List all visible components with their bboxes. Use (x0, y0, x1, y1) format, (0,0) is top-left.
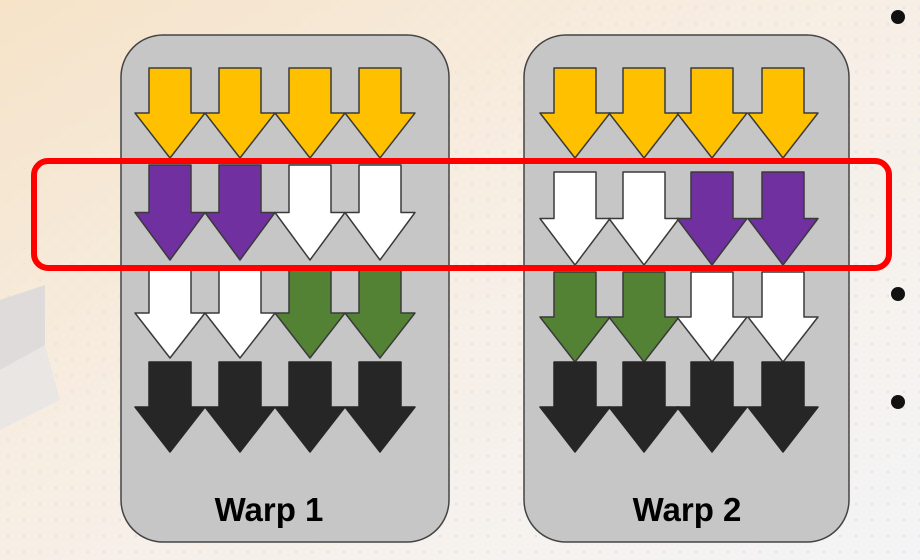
warp-2-row-3-green-arrow (608, 271, 680, 363)
warp-2-row-1-orange-arrow (539, 67, 611, 159)
warp-1-row-2-white-arrow (274, 164, 346, 261)
warp-2-row-4-black-arrow (539, 361, 611, 453)
warp-2-row-2-purple-arrow (676, 171, 748, 266)
warp-1-row-3-green-arrow (274, 267, 346, 359)
warp-2-row-2-purple-arrow (747, 171, 819, 266)
warp-1-row-4-black-arrow (344, 361, 416, 453)
warp-1-row-1-orange-arrow (274, 67, 346, 159)
warp-1-row-3-white-arrow (204, 267, 276, 359)
warp-1-row-4-black-arrow (134, 361, 206, 453)
warp-2-row-3-white-arrow (747, 271, 819, 363)
warp-2-row-4-black-arrow (608, 361, 680, 453)
bullet-2 (891, 287, 905, 301)
warp-2-row-4-black-arrow (676, 361, 748, 453)
warp-1-row-4-black-arrow (274, 361, 346, 453)
warp-2-row-1-orange-arrow (608, 67, 680, 159)
warp-1-row-3-green-arrow (344, 267, 416, 359)
warp-1-label: Warp 1 (214, 491, 324, 528)
warp-2-row-4-black-arrow (747, 361, 819, 453)
highlight-box (31, 158, 892, 271)
warp-2-row-2-white-arrow (608, 171, 680, 266)
warp-2-label: Warp 2 (632, 491, 742, 528)
warp-1-row-1-orange-arrow (134, 67, 206, 159)
warp-1-row-1-orange-arrow (344, 67, 416, 159)
bullet-1 (891, 10, 905, 24)
warp-1-row-3-white-arrow (134, 267, 206, 359)
warp-1-row-1-orange-arrow (204, 67, 276, 159)
warp-1-row-2-purple-arrow (204, 164, 276, 261)
warp-1-row-4-black-arrow (204, 361, 276, 453)
warp-2-row-2-white-arrow (539, 171, 611, 266)
warp-1-row-2-white-arrow (344, 164, 416, 261)
bullet-3 (891, 395, 905, 409)
warp-2-row-3-white-arrow (676, 271, 748, 363)
warp-2-row-3-green-arrow (539, 271, 611, 363)
warp-2-row-1-orange-arrow (676, 67, 748, 159)
warp-2-row-1-orange-arrow (747, 67, 819, 159)
warp-1-row-2-purple-arrow (134, 164, 206, 261)
